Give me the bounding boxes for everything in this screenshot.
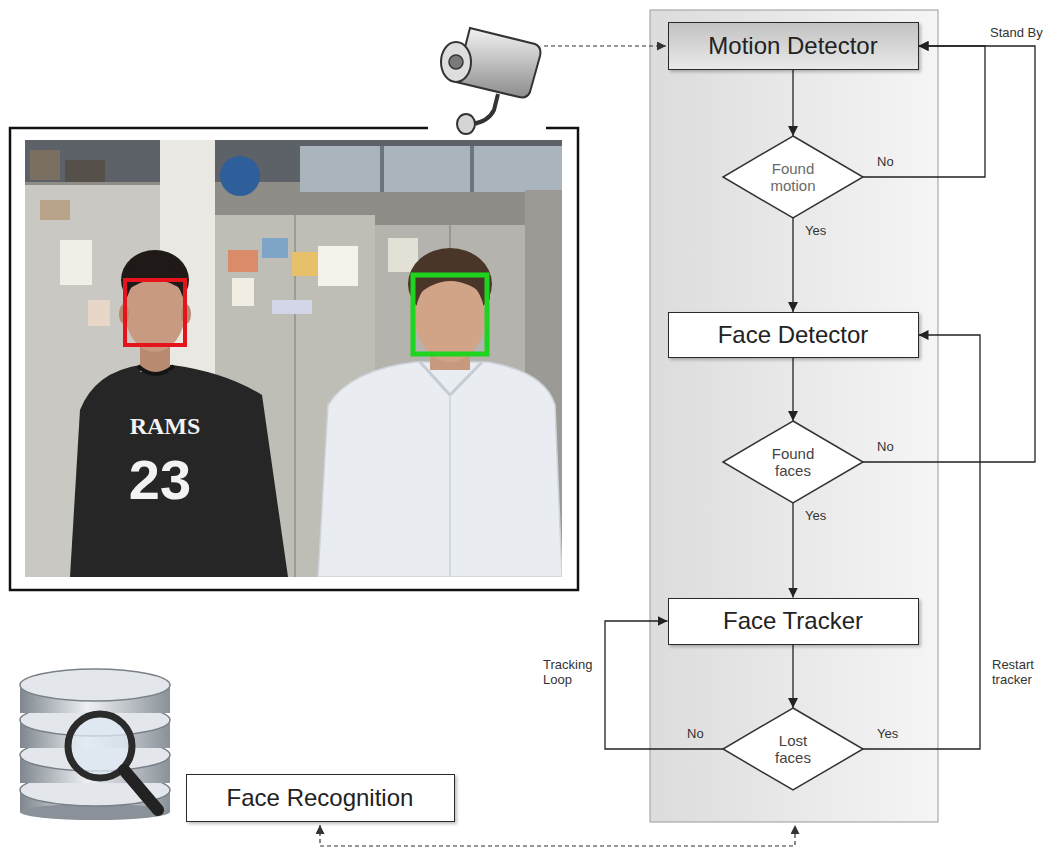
camera-photo — [70, 365, 288, 577]
diamond-outline — [723, 136, 863, 218]
flow-arrow — [863, 46, 1035, 462]
decision-text: Found faces — [762, 445, 824, 480]
process-text: Face Recognition — [227, 784, 414, 812]
camera-photo — [318, 246, 358, 286]
camera-photo — [25, 140, 562, 577]
branch-label: Yes — [805, 509, 826, 524]
camera-photo — [262, 238, 288, 258]
camera-icon — [441, 28, 540, 134]
flow-arrow — [863, 335, 980, 749]
branch-label: No — [877, 155, 894, 170]
decision-diamond: Found motion — [723, 136, 863, 218]
photo-frame — [10, 128, 578, 590]
camera-icon — [441, 42, 471, 82]
process-box: Motion Detector — [668, 22, 919, 70]
camera-photo — [232, 278, 254, 306]
recognition-link — [320, 825, 795, 846]
loop-label: Tracking Loop — [543, 658, 599, 688]
camera-photo — [470, 146, 474, 192]
camera-photo — [60, 240, 92, 285]
decision-text: Lost faces — [762, 732, 824, 767]
camera-icon — [457, 114, 475, 134]
camera-photo — [272, 300, 312, 314]
database-icon — [124, 770, 158, 810]
camera-photo — [30, 150, 60, 180]
branch-label: Yes — [805, 224, 826, 239]
database-icon — [20, 669, 170, 701]
flow-arrow — [792, 358, 793, 421]
process-text: Face Detector — [718, 321, 869, 349]
camera-photo — [380, 146, 384, 192]
camera-photo — [318, 362, 562, 577]
camera-photo — [88, 300, 110, 326]
camera-photo — [220, 156, 260, 196]
process-text: Face Tracker — [723, 607, 863, 635]
decision-diamond: Found faces — [723, 421, 863, 503]
loop-label: Stand By — [990, 26, 1050, 41]
process-box: Face Tracker — [668, 598, 919, 645]
branch-label: No — [687, 727, 704, 742]
camera-photo — [125, 280, 185, 345]
shirt-print: 23 — [100, 452, 220, 508]
database-icon — [20, 669, 170, 820]
camera-photo — [138, 366, 174, 374]
camera-photo — [25, 140, 562, 577]
camera-photo — [228, 250, 258, 272]
camera-photo — [449, 395, 451, 577]
photo-frame — [10, 122, 578, 590]
flow-arrow — [792, 645, 793, 709]
camera-photo — [413, 275, 487, 354]
decision-diamond: Lost faces — [723, 708, 863, 790]
flow-arrow — [792, 70, 793, 136]
process-box: Face Recognition — [186, 774, 455, 822]
decision-text: Found motion — [762, 160, 824, 195]
camera-photo — [420, 362, 482, 395]
camera-icon — [449, 55, 463, 69]
process-box: Face Detector — [668, 312, 919, 358]
camera-photo — [410, 260, 490, 300]
camera-icon — [472, 94, 498, 124]
flow-arrow — [792, 218, 793, 312]
flow-panel — [650, 10, 938, 822]
process-text: Motion Detector — [708, 32, 877, 60]
camera-photo — [300, 146, 562, 192]
loop-label: Restart tracker — [992, 658, 1048, 688]
camera-photo — [40, 200, 70, 220]
branch-label: Yes — [877, 727, 898, 742]
branch-label: No — [877, 440, 894, 455]
diamond-outline — [723, 421, 863, 503]
camera-photo — [65, 160, 105, 182]
shirt-print: RAMS — [110, 414, 220, 438]
diamond-outline — [723, 708, 863, 790]
camera-feed-arrow — [544, 45, 666, 46]
photo-frame — [428, 122, 546, 132]
flow-arrow — [792, 503, 793, 598]
